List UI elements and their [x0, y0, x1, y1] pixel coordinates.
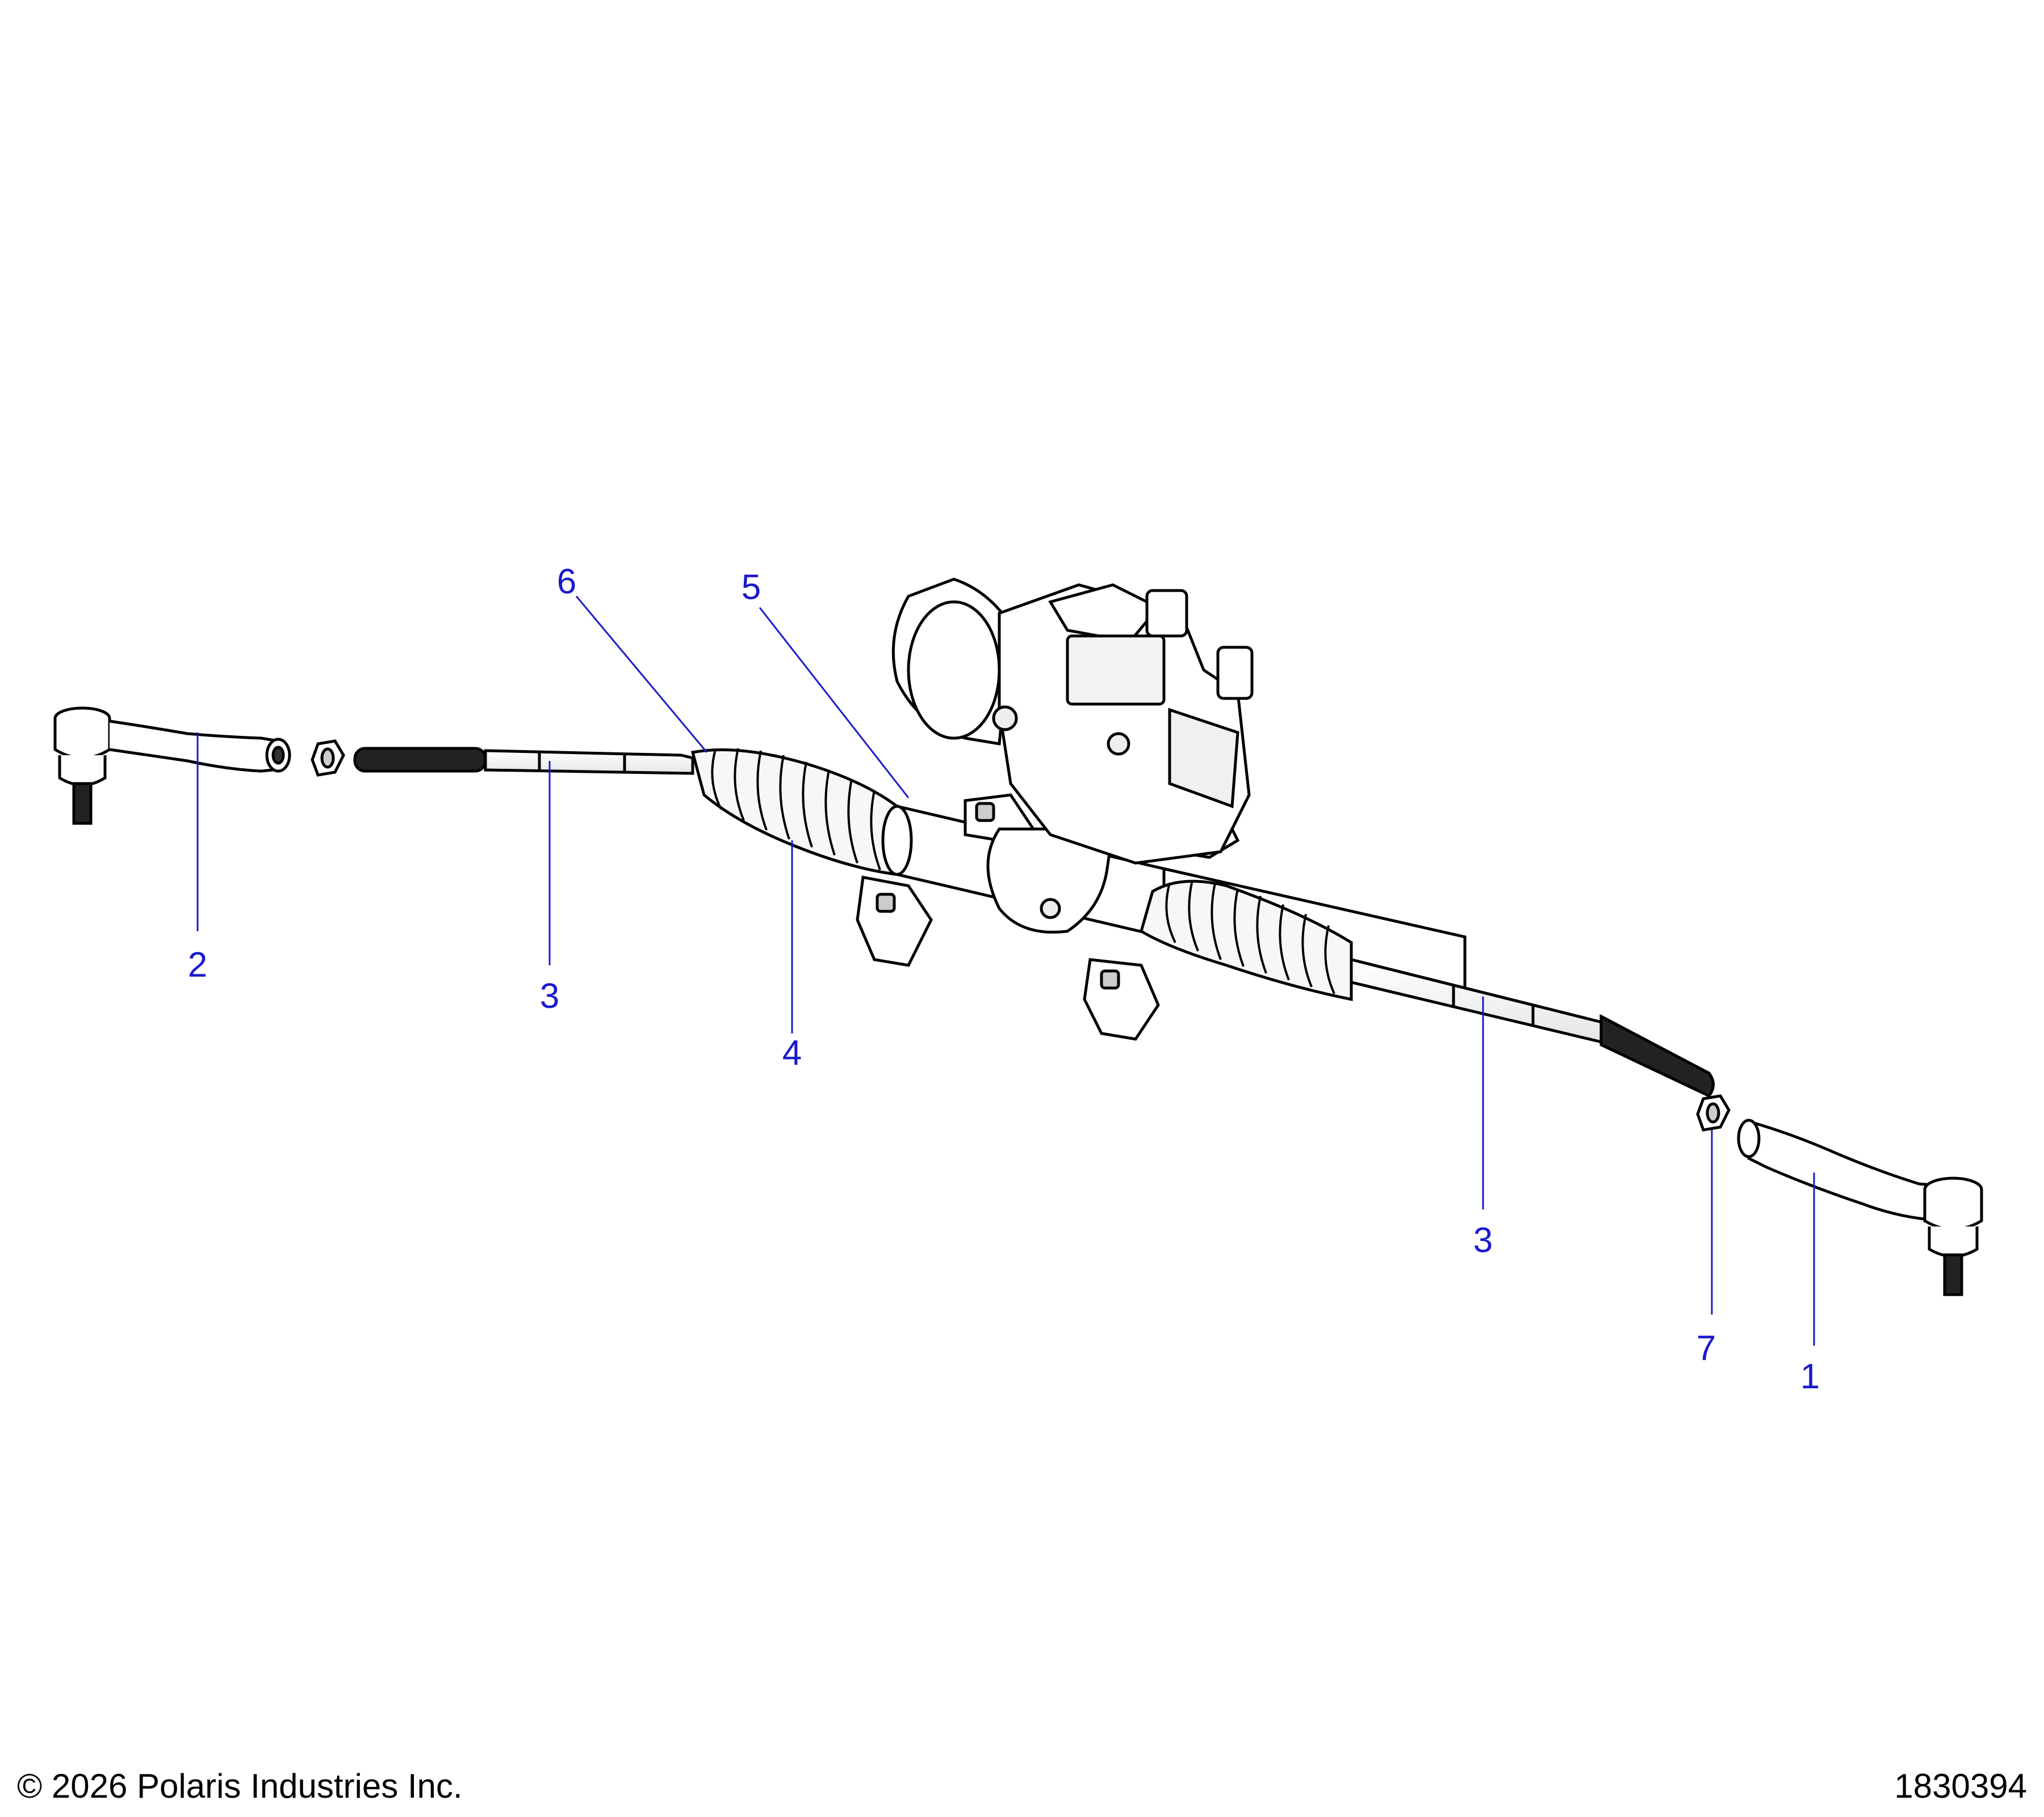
tie-rod-left — [353, 747, 694, 775]
jam-nut-left — [311, 739, 345, 777]
part-number: 1830394 — [1894, 1767, 2027, 1805]
tie-rod-end-left — [53, 706, 291, 825]
callout-2: 2 — [188, 945, 207, 985]
callout-3-right: 3 — [1473, 1221, 1493, 1260]
callout-1: 1 — [1800, 1357, 1820, 1396]
tie-rod-end-right — [1737, 1119, 1983, 1296]
callout-7: 7 — [1697, 1329, 1716, 1368]
copyright-text: © 2026 Polaris Industries Inc. — [17, 1767, 463, 1805]
bellows-boot-left — [690, 748, 899, 876]
jam-nut-right — [1696, 1094, 1731, 1132]
callout-3-left: 3 — [540, 977, 559, 1016]
callout-5: 5 — [742, 568, 761, 607]
callout-6: 6 — [557, 562, 576, 601]
leader-lines — [196, 596, 1815, 1346]
eps-gearbox — [891, 577, 1254, 934]
callout-4: 4 — [782, 1033, 802, 1073]
tie-rod-right — [1350, 957, 1715, 1098]
bellows-boot-right — [1140, 880, 1353, 1002]
